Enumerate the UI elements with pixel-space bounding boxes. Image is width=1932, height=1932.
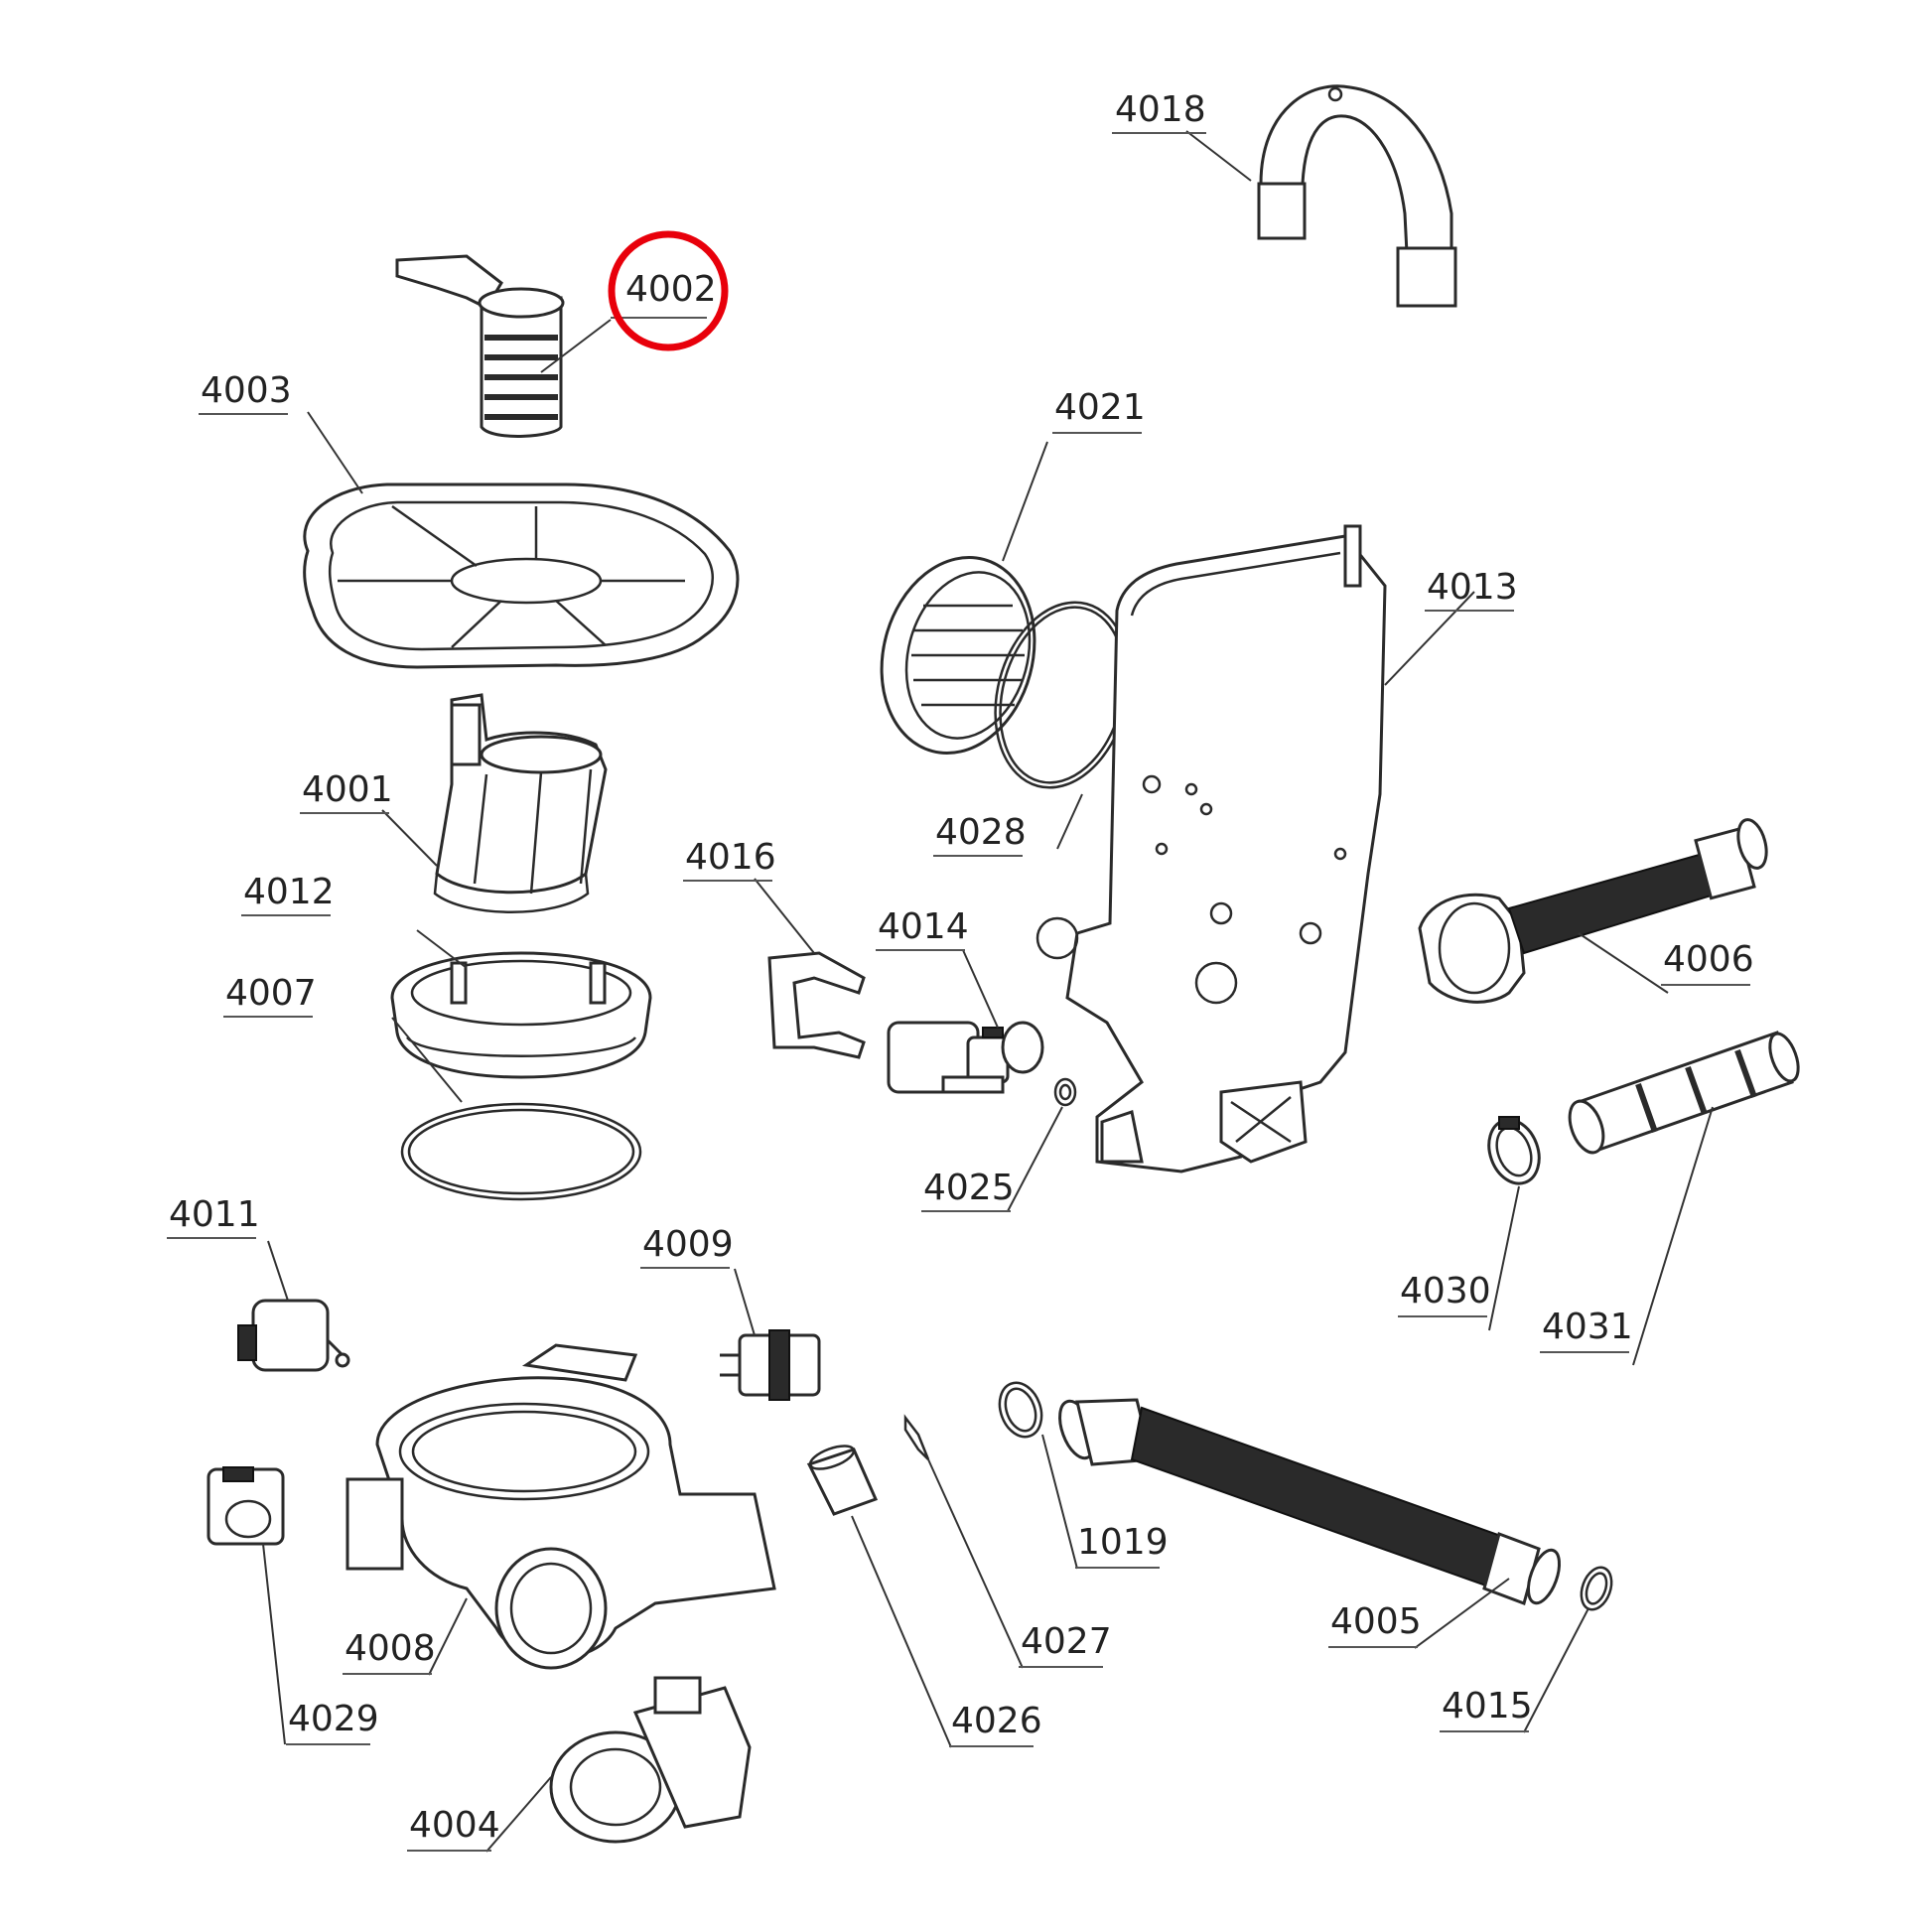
part-4027-drawing (903, 1414, 930, 1460)
label-4001: 4001 (302, 769, 393, 810)
callout-4002[interactable]: 4002 (611, 269, 717, 319)
callout-4013[interactable]: 4013 (1425, 567, 1518, 612)
part-4012-drawing (390, 951, 652, 1079)
callout-4021[interactable]: 4021 (1052, 387, 1146, 434)
label-4013: 4013 (1427, 567, 1518, 608)
callout-4007[interactable]: 4007 (223, 973, 317, 1018)
part-4004-drawing (549, 1676, 752, 1844)
part-4025-drawing (1053, 1077, 1077, 1107)
highlight-circle (608, 230, 729, 351)
part-4007-drawing (400, 1102, 642, 1201)
callout-4009[interactable]: 4009 (640, 1224, 734, 1269)
label-4028: 4028 (935, 812, 1027, 853)
label-4029: 4029 (288, 1699, 379, 1739)
callout-4031[interactable]: 4031 (1540, 1307, 1633, 1353)
part-4031-drawing (1568, 1031, 1800, 1155)
label-4027: 4027 (1021, 1621, 1112, 1662)
part-4015-drawing (1580, 1566, 1613, 1611)
label-4021: 4021 (1054, 387, 1146, 428)
part-4009-drawing (720, 1329, 821, 1401)
label-4008: 4008 (345, 1628, 436, 1669)
callout-4029[interactable]: 4029 (286, 1699, 379, 1745)
leader-lines (262, 130, 1714, 1853)
callout-labels: 4018 4002 4003 4021 4013 4001 4028 4016 (167, 89, 1754, 1852)
part-4016-drawing (767, 951, 866, 1059)
part-4013-drawing (1035, 524, 1387, 1173)
callout-4006[interactable]: 4006 (1661, 939, 1754, 986)
part-4002-drawing (395, 254, 565, 438)
part-4001-drawing (433, 693, 608, 913)
callout-4026[interactable]: 4026 (949, 1701, 1042, 1747)
label-4003: 4003 (201, 370, 292, 411)
label-4025: 4025 (923, 1168, 1015, 1208)
label-4026: 4026 (951, 1701, 1042, 1741)
callout-4015[interactable]: 4015 (1440, 1686, 1533, 1732)
callout-4016[interactable]: 4016 (683, 837, 776, 882)
callout-4028[interactable]: 4028 (933, 812, 1027, 857)
callout-4030[interactable]: 4030 (1398, 1271, 1491, 1317)
label-4002: 4002 (625, 269, 717, 310)
callout-4027[interactable]: 4027 (1019, 1621, 1112, 1668)
label-4014: 4014 (878, 906, 969, 947)
callout-4001[interactable]: 4001 (300, 769, 393, 814)
callout-4008[interactable]: 4008 (343, 1628, 436, 1675)
label-4004: 4004 (409, 1805, 500, 1846)
label-4005: 4005 (1330, 1601, 1422, 1642)
label-4018: 4018 (1115, 89, 1206, 130)
label-1019: 1019 (1077, 1522, 1169, 1563)
callout-1019[interactable]: 1019 (1075, 1522, 1169, 1569)
part-4029-drawing (207, 1466, 285, 1546)
label-4016: 4016 (685, 837, 776, 878)
label-4030: 4030 (1400, 1271, 1491, 1311)
label-4012: 4012 (243, 872, 335, 912)
part-4014-drawing (887, 1021, 1044, 1094)
part-4002-ribs (484, 335, 558, 420)
part-4030-drawing (1487, 1116, 1541, 1185)
label-4007: 4007 (225, 973, 317, 1014)
part-4018-drawing (1257, 84, 1457, 308)
callout-4005[interactable]: 4005 (1328, 1601, 1422, 1648)
label-4015: 4015 (1442, 1686, 1533, 1726)
callout-4014[interactable]: 4014 (876, 906, 969, 951)
part-4003-drawing (303, 483, 740, 669)
label-4031: 4031 (1542, 1307, 1633, 1347)
label-4006: 4006 (1663, 939, 1754, 980)
callout-4003[interactable]: 4003 (199, 370, 292, 415)
callout-4018[interactable]: 4018 (1112, 89, 1206, 134)
callout-4011[interactable]: 4011 (167, 1194, 260, 1239)
part-4006-drawing (1418, 818, 1768, 1004)
part-4008-drawing (345, 1343, 776, 1670)
label-4009: 4009 (642, 1224, 734, 1265)
part-4021-drawing (880, 555, 1036, 756)
callout-4012[interactable]: 4012 (241, 872, 335, 916)
callout-4025[interactable]: 4025 (921, 1168, 1015, 1212)
part-4026-drawing (806, 1445, 879, 1516)
part-4005-drawing (1058, 1398, 1562, 1605)
part-4011-drawing (237, 1299, 350, 1372)
part-1019-drawing (998, 1381, 1043, 1439)
label-4011: 4011 (169, 1194, 260, 1235)
callout-4004[interactable]: 4004 (407, 1805, 500, 1852)
